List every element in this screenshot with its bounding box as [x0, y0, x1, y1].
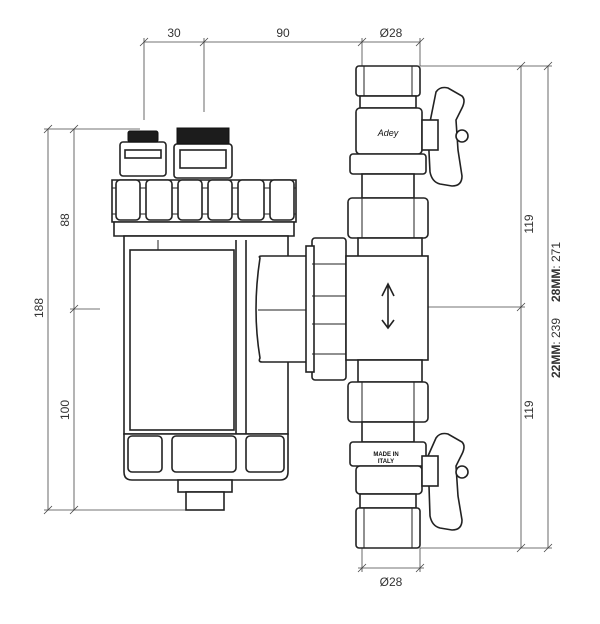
dim-variant-22mm: 22MM: 239 [549, 318, 563, 378]
dim-top-middle: 90 [276, 26, 290, 40]
brand-marking: Adey [377, 128, 399, 138]
filter-body [111, 127, 347, 511]
dim-top-diameter: Ø28 [380, 26, 403, 40]
dimension-lines [43, 37, 553, 573]
dim-bottom-diameter: Ø28 [380, 575, 403, 589]
dim-variant-28mm: 28MM: 271 [549, 242, 563, 302]
dim-right-upper: 119 [522, 214, 536, 233]
stamp-line-1: MADE IN [373, 452, 398, 458]
dim-left-total: 188 [32, 298, 46, 318]
dim-right-lower: 119 [522, 400, 536, 419]
dim-left-lower: 100 [58, 400, 72, 420]
dim-top-left: 30 [167, 26, 181, 40]
dim-left-upper: 88 [58, 213, 72, 227]
valve-assembly: Adey MADE IN ITALY [345, 65, 469, 549]
stamp-line-2: ITALY [378, 459, 394, 465]
